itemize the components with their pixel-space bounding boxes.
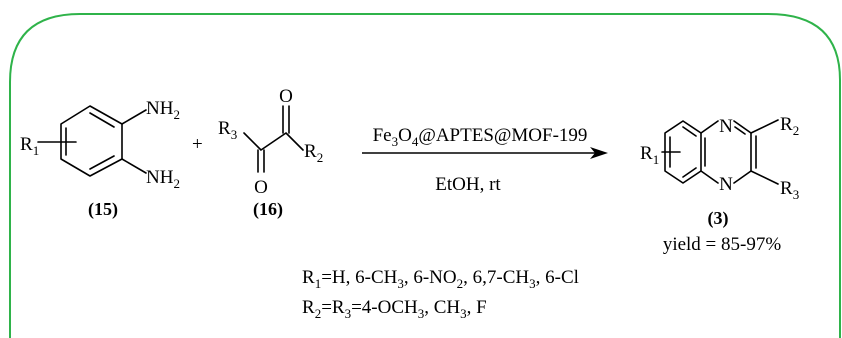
product-n-bottom: N	[719, 174, 733, 195]
reactant-15-structure	[37, 105, 147, 177]
compound-16-label: (16)	[253, 199, 283, 220]
substituent-note-r1: R1=H, 6-CH3, 6-NO2, 6,7-CH3, 6-Cl	[302, 267, 579, 291]
substituent-note-r2-r3: R2=R3=4-OCH3, CH3, F	[302, 297, 487, 321]
product-n-top: N	[719, 116, 733, 137]
oxygen-top-label: O	[279, 86, 293, 107]
compound-3-label: (3)	[708, 208, 729, 229]
carbonyl-top	[282, 105, 290, 134]
amine-top-label: NH2	[146, 98, 180, 122]
diketone-left-group: R3	[218, 118, 237, 142]
pyrazine-ring	[700, 120, 752, 184]
yield-label: yield = 85-97%	[663, 234, 782, 255]
amine-bond-bottom	[121, 158, 147, 174]
ring-double-bonds	[65, 112, 115, 170]
arrow-head	[590, 147, 608, 159]
amine-bottom-label: NH2	[146, 167, 180, 191]
compound-15-label: (15)	[88, 199, 118, 220]
diketone-backbone	[243, 132, 304, 151]
catalyst-label: Fe3O4@APTES@MOF-199	[373, 125, 588, 149]
amine-bond-top	[121, 109, 147, 125]
oxygen-bottom-label: O	[254, 177, 268, 198]
product-3-structure	[661, 119, 779, 185]
plus-sign: +	[192, 134, 203, 155]
reactant-15-substituent-label: R1	[20, 134, 39, 158]
carbonyl-bottom	[257, 149, 265, 173]
rounded-frame	[9, 13, 841, 338]
product-substituent-label: R1	[640, 143, 659, 167]
solvent-label: EtOH, rt	[435, 174, 501, 195]
reactant-16-structure	[243, 105, 304, 173]
benzene-ring	[60, 105, 123, 177]
product-group-bonds	[750, 119, 779, 185]
product-group-top: R2	[780, 114, 799, 138]
diketone-right-group: R2	[304, 141, 323, 165]
pyrazine-double-bonds	[704, 126, 757, 169]
product-group-bottom: R3	[780, 178, 799, 202]
